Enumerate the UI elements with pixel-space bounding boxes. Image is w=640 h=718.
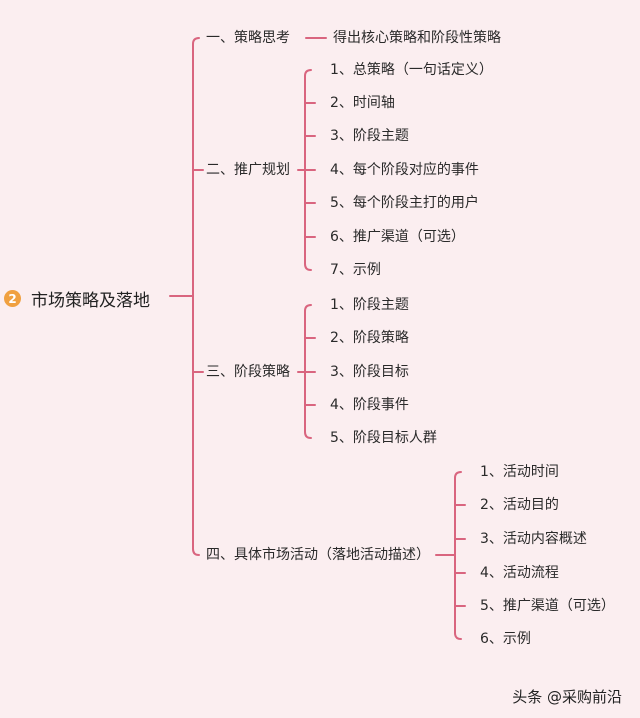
leaf-label: 1、活动时间 [480,464,559,480]
branch-label: 三、阶段策略 [206,364,290,380]
leaf-label: 7、示例 [330,262,381,278]
leaf-label: 4、阶段事件 [330,397,409,413]
leaf-label: 2、时间轴 [330,95,395,111]
leaf-label: 5、阶段目标人群 [330,430,437,446]
leaf-label: 得出核心策略和阶段性策略 [333,30,501,46]
main-bracket [192,37,200,556]
leaf-label: 6、示例 [480,631,531,647]
leaf-label: 2、阶段策略 [330,330,409,346]
child-bracket [454,471,462,640]
number-badge: 2 [4,290,21,307]
watermark-text: 头条 @采购前沿 [512,688,622,706]
leaf-label: 6、推广渠道（可选） [330,229,465,245]
leaf-label: 5、每个阶段主打的用户 [330,195,479,211]
leaf-label: 3、阶段目标 [330,364,409,380]
leaf-label: 4、每个阶段对应的事件 [330,162,479,178]
leaf-label: 3、活动内容概述 [480,531,587,547]
leaf-label: 5、推广渠道（可选） [480,598,615,614]
leaf-label: 1、阶段主题 [330,297,409,313]
leaf-label: 1、总策略（一句话定义） [330,62,493,78]
leaf-label: 2、活动目的 [480,497,559,513]
branch-label: 二、推广规划 [206,162,290,178]
root-node: 2 市场策略及落地 [4,286,150,311]
branch-label: 一、策略思考 [206,30,290,46]
watermark: 头条 @采购前沿 [512,686,622,707]
root-label: 市场策略及落地 [31,291,150,311]
leaf-label: 4、活动流程 [480,565,559,581]
branch-label: 四、具体市场活动（落地活动描述） [206,547,430,563]
leaf-label: 3、阶段主题 [330,128,409,144]
